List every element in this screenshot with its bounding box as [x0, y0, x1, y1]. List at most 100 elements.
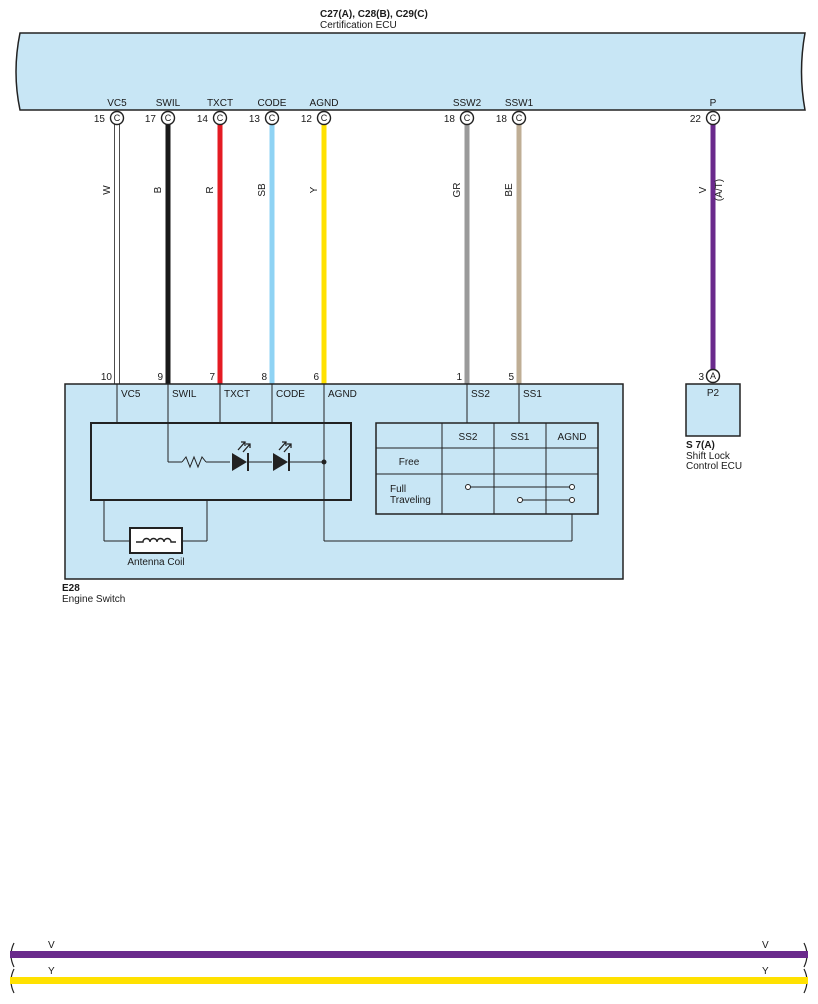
ecu-code: C27(A), C28(B), C29(C) [320, 9, 428, 20]
es-pin-number-swil: 9 [157, 372, 163, 383]
es-pin-label-swil: SWIL [172, 389, 197, 400]
ecu-pin-number: 18 [496, 114, 508, 125]
engine-switch: 10 9 7 8 6 1 5 VC5 SWIL TXCT CODE AGND S… [62, 372, 624, 605]
switch-position-table: SS2 SS1 AGND Free Full Traveling [375, 422, 599, 515]
ecu-pin-number: 18 [444, 114, 456, 125]
bottom-wire-yellow [10, 977, 808, 984]
ecu-pin-number: 12 [301, 114, 313, 125]
ecu-pin-code: 13 C [249, 110, 280, 126]
wire-swil-black [165, 118, 171, 384]
shift-lock-code: S 7(A) [686, 440, 715, 451]
wire-txct-red [217, 118, 223, 384]
wire-code-y: Y [309, 186, 320, 193]
engine-switch-pin-numbers: 10 9 7 8 6 1 5 [101, 372, 515, 383]
wire-ssw2-gray [464, 118, 470, 384]
ecu-pin-conn: C [464, 113, 471, 123]
es-pin-label-vc5: VC5 [121, 389, 141, 400]
ecu-pin-ssw1: 18 C [496, 110, 527, 126]
shift-lock-pin-label: P2 [707, 388, 720, 399]
wire-code-w: W [102, 185, 113, 195]
ecu-pin-number: 17 [145, 114, 157, 125]
ecu-signal-ssw2: SSW2 [453, 98, 482, 109]
engine-switch-pin-labels: VC5 SWIL TXCT CODE AGND SS2 SS1 [121, 389, 542, 400]
table-header-ss1: SS1 [511, 432, 530, 443]
antenna-coil-label: Antenna Coil [127, 557, 184, 568]
ecu-signal-agnd: AGND [310, 98, 339, 109]
certification-ecu: C27(A), C28(B), C29(C) Certification ECU [15, 9, 806, 111]
table-row-full-line2: Traveling [390, 495, 431, 506]
wire-code-be: BE [504, 183, 515, 197]
shift-lock-name-line1: Shift Lock [686, 451, 731, 462]
es-pin-number-agnd: 6 [313, 372, 319, 383]
engine-switch-name: Engine Switch [62, 594, 125, 605]
wire-code-r: R [205, 186, 216, 193]
engine-switch-code: E28 [62, 583, 80, 594]
wire-color-codes: W B R SB Y GR BE V (A/T) [102, 179, 725, 201]
es-pin-number-ss2: 1 [456, 372, 462, 383]
ecu-name: Certification ECU [320, 20, 397, 31]
es-pin-label-ss1: SS1 [523, 389, 542, 400]
shift-lock-name-line2: Control ECU [686, 461, 742, 472]
ecu-pin-number: 15 [94, 114, 106, 125]
ecu-signal-txct: TXCT [207, 98, 233, 109]
wire-code-sky [269, 118, 275, 384]
table-header-ss2: SS2 [459, 432, 478, 443]
ecu-body [15, 32, 806, 111]
ecu-connector-pins: 15 C 17 C 14 C 13 C 12 C 18 C [94, 110, 721, 126]
antenna-coil: Antenna Coil [127, 527, 185, 568]
table-header-agnd: AGND [558, 432, 587, 443]
shift-lock-pin-conn: A [710, 371, 716, 381]
ecu-pin-agnd: 12 C [301, 110, 332, 126]
ecu-pin-conn: C [710, 113, 717, 123]
ecu-pin-conn: C [321, 113, 328, 123]
ecu-pin-conn: C [269, 113, 276, 123]
bottom-wire-label-right-v: V [762, 940, 769, 951]
es-pin-number-code: 8 [261, 372, 267, 383]
ecu-signal-p: P [710, 98, 717, 109]
shift-lock-body [685, 383, 741, 437]
ecu-pin-conn: C [217, 113, 224, 123]
bottom-wire-violet [10, 951, 808, 958]
ecu-pin-conn: C [516, 113, 523, 123]
ecu-pin-conn: C [114, 113, 121, 123]
ecu-pin-p: 22 C [690, 110, 721, 126]
ecu-pin-number: 22 [690, 114, 702, 125]
bottom-wire-label-left-v: V [48, 940, 55, 951]
es-pin-label-txct: TXCT [224, 389, 250, 400]
wire-code-v: V [698, 186, 709, 193]
shift-lock-control-ecu: 3 A P2 S 7(A) Shift Lock Control ECU [685, 368, 742, 472]
transponder-module-box [90, 422, 352, 501]
es-pin-label-code: CODE [276, 389, 305, 400]
wire-vc5-white [114, 117, 120, 385]
es-pin-label-agnd: AGND [328, 389, 357, 400]
ecu-pin-ssw2: 18 C [444, 110, 475, 126]
ecu-signal-ssw1: SSW1 [505, 98, 534, 109]
es-pin-number-vc5: 10 [101, 372, 113, 383]
junction-dot [321, 459, 327, 465]
led-indicator-1 [232, 441, 251, 471]
wire-ssw1-beige [516, 118, 522, 384]
wires [114, 117, 716, 385]
ecu-signal-swil: SWIL [156, 98, 181, 109]
ecu-pin-labels: VC5 SWIL TXCT CODE AGND SSW2 SSW1 P [107, 98, 716, 109]
wire-code-b: B [153, 186, 164, 193]
ecu-pin-number: 14 [197, 114, 209, 125]
table-row-free: Free [399, 457, 420, 468]
wire-p-violet [710, 118, 716, 370]
ecu-signal-vc5: VC5 [107, 98, 127, 109]
es-pin-label-ss2: SS2 [471, 389, 490, 400]
wire-note-at: (A/T) [714, 179, 725, 201]
wire-agnd-yellow [321, 118, 327, 384]
bottom-wire-label-right-y: Y [762, 966, 769, 977]
bottom-wire-label-left-y: Y [48, 966, 55, 977]
ecu-pin-number: 13 [249, 114, 261, 125]
ecu-signal-code: CODE [258, 98, 287, 109]
ecu-pin-swil: 17 C [145, 110, 176, 126]
bottom-wires: V V Y Y [10, 940, 808, 994]
table-row-full-line1: Full [390, 484, 406, 495]
es-pin-number-txct: 7 [209, 372, 215, 383]
ecu-pin-txct: 14 C [197, 110, 228, 126]
wire-code-sb: SB [257, 183, 268, 197]
engine-switch-internal-leads [103, 384, 573, 542]
